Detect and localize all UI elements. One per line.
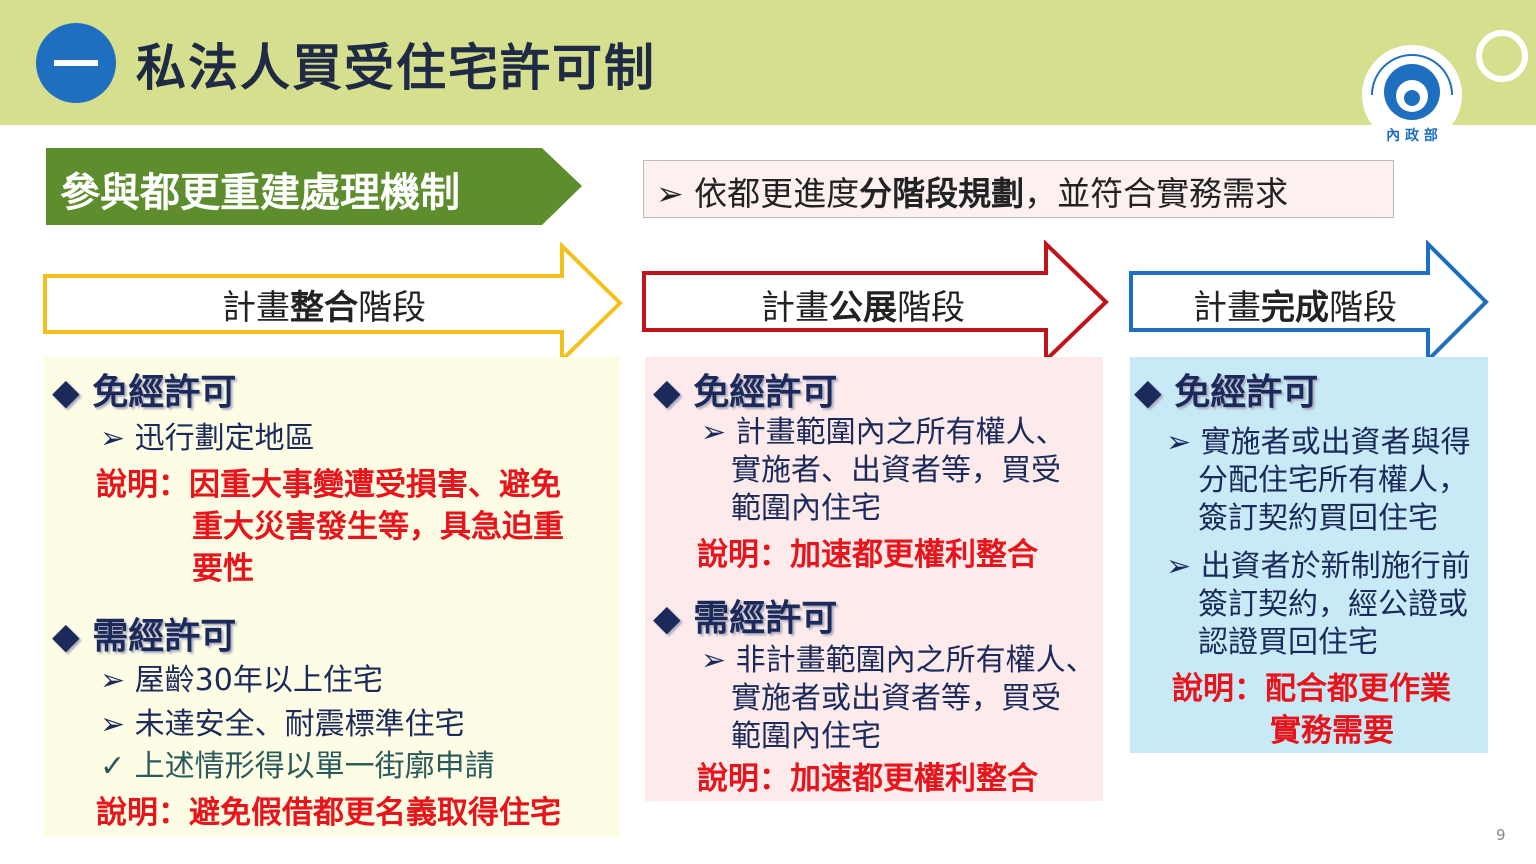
explanation-text: 說明：因重大事變遭受損害、避免 [96, 467, 561, 503]
stage-arrow-completion [1129, 240, 1489, 364]
explanation-text: 要性 [192, 551, 254, 587]
note-bold: 分階段規劃 [859, 174, 1025, 213]
list-item: ➢ 出資者於新制施行前 [1166, 549, 1471, 584]
explanation-text: 說明：避免假借都更名義取得住宅 [96, 795, 561, 831]
banner-text-wrap: 參與都更重建處理機制 [46, 148, 582, 225]
stage-label-integration: 計畫整合階段 [222, 288, 426, 328]
check-item: ✓ 上述情形得以單一街廓申請 [100, 749, 495, 784]
exempt-heading: ◆ 免經許可 [653, 372, 838, 413]
list-item: ➢ 未達安全、耐震標準住宅 [100, 707, 465, 742]
explanation-text: 說明：加速都更權利整合 [697, 761, 1038, 797]
note-prefix: ➢ 依都更進度 [656, 174, 860, 213]
exempt-heading: ◆ 免經許可 [1134, 372, 1319, 413]
list-item: ➢ 非計畫範圍內之所有權人、 [701, 643, 1096, 678]
list-item: ➢ 迅行劃定地區 [100, 421, 315, 456]
explanation-text: 實務需要 [1270, 713, 1394, 749]
exhibition-stage-panel: ◆ 免經許可 ➢ 計畫範圍內之所有權人、 實施者、出資者等，買受 範圍內住宅 說… [645, 357, 1103, 801]
stage-label-exhibition: 計畫公展階段 [761, 288, 965, 328]
topic-banner [46, 148, 582, 225]
list-item: 分配住宅所有權人， [1198, 463, 1468, 498]
list-item: 實施者、出資者等，買受 [731, 453, 1061, 488]
list-item: 簽訂契約，經公證或 [1198, 587, 1468, 622]
explanation-text: 說明：加速都更權利整合 [697, 537, 1038, 573]
section-number-badge [36, 23, 116, 103]
page-number: 9 [1496, 826, 1506, 844]
explanation-text: 說明：配合都更作業 [1172, 671, 1451, 707]
planning-note: ➢ 依都更進度分階段規劃，並符合實務需求 [643, 160, 1394, 218]
exempt-heading: ◆ 免經許可 [52, 372, 237, 413]
required-heading: ◆ 需經許可 [653, 598, 838, 639]
list-item: 認證買回住宅 [1198, 625, 1378, 660]
completion-stage-panel: ◆ 免經許可 ➢ 實施者或出資者與得 分配住宅所有權人， 簽訂契約買回住宅 ➢ … [1130, 357, 1488, 753]
list-item: 簽訂契約買回住宅 [1198, 501, 1438, 536]
header-bar [0, 0, 1536, 125]
stage-arrow-exhibition [642, 240, 1109, 364]
ministry-logo: 內 政 部 [1362, 45, 1462, 145]
stage-arrow-integration [43, 242, 623, 364]
svg-text:內 政 部: 內 政 部 [1386, 127, 1438, 144]
explanation-text: 重大災害發生等，具急迫重 [192, 509, 564, 545]
list-item: ➢ 計畫範圍內之所有權人、 [701, 415, 1066, 450]
banner-label: 參與都更重建處理機制 [60, 170, 460, 216]
required-heading: ◆ 需經許可 [52, 616, 237, 657]
ring-decoration-icon [1476, 30, 1528, 82]
list-item: 實施者或出資者等，買受 [731, 681, 1061, 716]
list-item: 範圍內住宅 [731, 491, 881, 526]
stage-label-completion: 計畫完成階段 [1193, 288, 1397, 328]
list-item: ➢ 實施者或出資者與得 [1166, 425, 1471, 460]
list-item: 範圍內住宅 [731, 719, 881, 754]
list-item: ➢ 屋齡30年以上住宅 [100, 663, 383, 698]
integration-stage-panel: ◆ 免經許可 ➢ 迅行劃定地區 說明：因重大事變遭受損害、避免 重大災害發生等，… [44, 357, 620, 837]
page-title: 私法人買受住宅許可制 [136, 39, 656, 97]
note-suffix: ，並符合實務需求 [1024, 174, 1289, 213]
